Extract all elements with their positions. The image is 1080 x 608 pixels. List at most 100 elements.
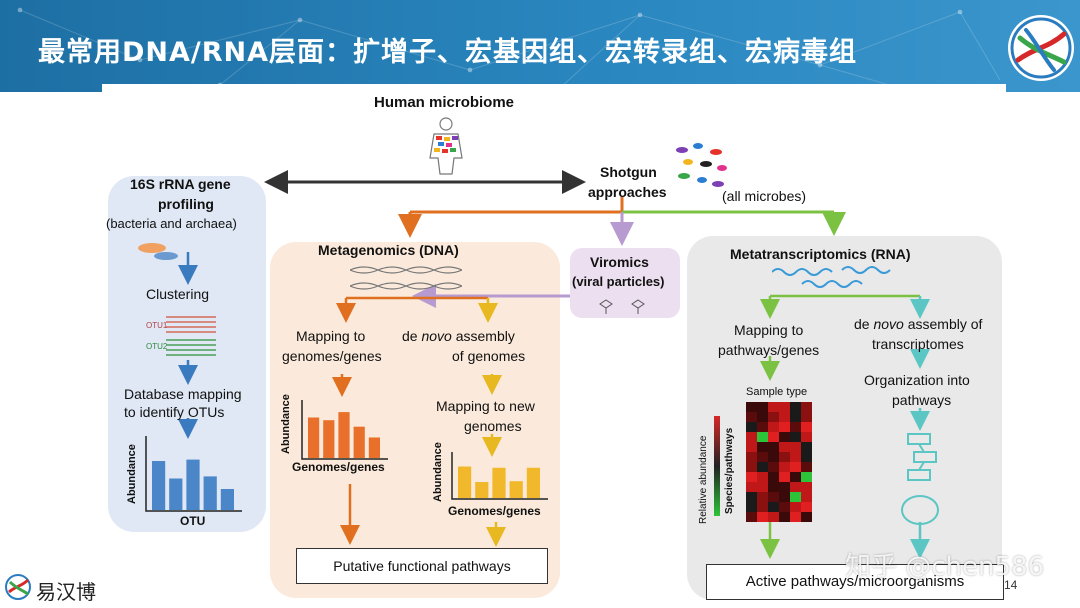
heatmap-cell (790, 462, 801, 472)
heatmap-cell (801, 472, 812, 482)
watermark-text: 知乎 @chen586 (845, 552, 1045, 582)
putative-pathways-box: Putative functional pathways (296, 548, 548, 584)
heatmap-cell (746, 402, 757, 412)
trans-right-step2-2: pathways (892, 392, 952, 408)
heatmap-cell (757, 462, 768, 472)
heatmap-cell (757, 502, 768, 512)
meta-left-chart-axis (301, 400, 388, 460)
heatmap-cell (746, 482, 757, 492)
meta-right-chart-axis (451, 452, 548, 500)
page-number: 14 (1004, 578, 1018, 592)
heatmap-cell (801, 402, 812, 412)
heatmap-cell (768, 402, 779, 412)
heatmap-cell (768, 422, 779, 432)
heatmap-cell (779, 422, 790, 432)
trans-right-step-2: transcriptomes (872, 336, 964, 352)
heatmap-cell (779, 452, 790, 462)
heatmap-cell (801, 442, 812, 452)
meta-right-chart-bar (475, 482, 489, 498)
panel-viromics (570, 248, 680, 318)
meta-left-chart-bar (338, 412, 350, 458)
heatmap-cell (790, 442, 801, 452)
heatmap-cell (768, 412, 779, 422)
otu2-label: OTU2 (146, 342, 168, 351)
heatmap-cell (779, 472, 790, 482)
rrna-title-line2: profiling (158, 196, 214, 212)
meta-left-step-1: Mapping to (296, 328, 366, 344)
rna-strands-icon (772, 266, 891, 288)
diagram-canvas: Human microbiome Shotgun approaches (all… (102, 84, 1006, 604)
meta-left-abundance-chart (301, 400, 388, 460)
heatmap-cell (757, 472, 768, 482)
heatmap-cell (801, 422, 812, 432)
microbes-cluster-icon (676, 143, 727, 187)
trans-right-step2-1: Organization into (864, 372, 970, 388)
meta-right-abundance-chart (451, 452, 548, 500)
dna-strands-icon (350, 266, 462, 290)
bacteria-icon (138, 243, 178, 260)
heatmap-cell (779, 432, 790, 442)
heatmap-cell (768, 472, 779, 482)
heatmap-cell (746, 502, 757, 512)
heatmap-cell (768, 452, 779, 462)
meta-left-chart-bar (308, 417, 320, 458)
heatmap-cell (746, 412, 757, 422)
rrna-chart-bar (220, 489, 234, 510)
heatmap-cell (768, 432, 779, 442)
heatmap-cell (768, 442, 779, 452)
meta-left-chart-bar (353, 426, 365, 458)
heatmap-cell (746, 492, 757, 502)
heatmap-cell (757, 452, 768, 462)
shotgun-label-line2: approaches (588, 184, 667, 200)
heatmap-cell (779, 482, 790, 492)
heatmap-y-label: Relative abundance (698, 435, 709, 524)
pathway-flow-icon (901, 433, 939, 525)
meta-right-chart-bar (492, 467, 506, 498)
rrna-step-clustering: Clustering (146, 286, 210, 302)
heatmap-color-scale (714, 416, 720, 516)
heatmap-cell (746, 442, 757, 452)
meta-right-chart-bar (509, 481, 523, 498)
heatmap-cell (790, 412, 801, 422)
human-microbiome-label: Human microbiome (374, 94, 515, 111)
shotgun-note: (all microbes) (722, 188, 807, 204)
rrna-y-axis-label: Abundance (126, 444, 138, 504)
heatmap-cell (757, 442, 768, 452)
heatmap-cell (768, 462, 779, 472)
meta-left-chart-bar (368, 437, 380, 458)
heatmap-cell (746, 452, 757, 462)
rrna-chart-bar (186, 459, 200, 510)
rrna-abundance-chart (145, 436, 242, 512)
heatmap-cell (746, 472, 757, 482)
heatmap-cell (779, 492, 790, 502)
heatmap-cell (801, 482, 812, 492)
heatmap-cell (757, 422, 768, 432)
heatmap-cell (790, 512, 801, 522)
heatmap-cell (757, 482, 768, 492)
metatranscriptomics-title: Metatranscriptomics (RNA) (730, 246, 911, 262)
rrna-chart-axis (145, 436, 242, 512)
heatmap-title: Sample type (746, 386, 808, 398)
shotgun-label-line1: Shotgun (600, 164, 657, 180)
heatmap-cell (746, 462, 757, 472)
viromics-subtitle: (viral particles) (572, 274, 665, 289)
heatmap-cell (801, 462, 812, 472)
heatmap-cell (801, 412, 812, 422)
meta-left-chart-bar (323, 420, 335, 458)
heatmap-cell (768, 512, 779, 522)
heatmap-cell (801, 512, 812, 522)
active-pathways-box: Active pathways/microorganisms (706, 564, 1004, 600)
heatmap-cell (746, 512, 757, 522)
heatmap-cell (790, 472, 801, 482)
heatmap-cell (790, 452, 801, 462)
heatmap-cell (757, 512, 768, 522)
heatmap-cell (768, 482, 779, 492)
heatmap-cell (757, 412, 768, 422)
rrna-chart-bar (152, 461, 166, 510)
slide-title: 最常用DNA/RNA层面：扩增子、宏基因组、宏转录组、宏病毒组 (38, 37, 858, 68)
meta-right-step2-2: genomes (464, 418, 522, 434)
heatmap-y-label-2: Species/pathways (724, 427, 735, 514)
heatmap-cell (801, 502, 812, 512)
human-body-icon (429, 117, 463, 175)
rrna-chart-bar (203, 476, 217, 510)
